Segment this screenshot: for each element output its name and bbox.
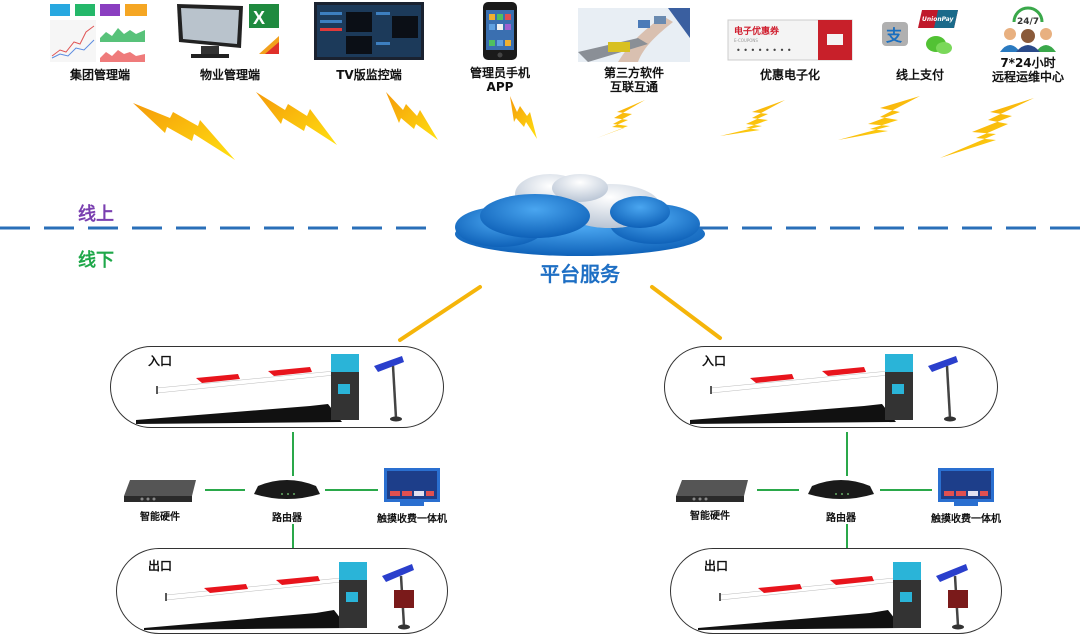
svg-text:支: 支 [885,26,903,45]
connector-line [325,489,378,491]
router-icon [254,480,320,499]
lightning-bolt-icon [838,96,920,140]
client-label-line1: 管理员手机 [469,66,530,80]
tv-monitor-icon [314,2,424,60]
third-party-icon [578,8,690,62]
touch-kiosk-icon [384,468,440,506]
client-label: TV版监控端 [336,68,402,82]
barrier-gate-icon [144,562,414,630]
offline-zone-label: 线下 [78,250,114,271]
client-label-line1: 7*24小时 [1000,56,1056,70]
tv-monitor-client [314,2,424,60]
support-center-client: 24/7 [996,4,1060,52]
smart-hardware-icon [676,480,748,502]
entrance-label: 入口 [702,354,727,368]
client-label: 物业管理端 [199,68,260,82]
smartphone-icon [483,2,517,60]
connector-line [757,489,799,491]
lightning-bolt-icon [720,100,785,136]
property-management-client: X [175,2,285,62]
connector-line [846,524,848,548]
svg-text:X: X [253,8,265,28]
client-label: 优惠电子化 [759,68,820,82]
lightning-bolt-icon [256,92,337,145]
device-label: 智能硬件 [140,512,180,523]
client-label: 线上支付 [895,68,944,82]
connector-line [292,524,294,548]
group-management-client [50,4,150,64]
parking-site-right: 入口 智能硬件 路由器 触摸收费一体机 出口 [552,0,1081,635]
lightning-bolt-icon [510,96,537,139]
third-party-client [578,8,690,62]
support-badge: 24/7 [1017,17,1039,27]
device-label: 路由器 [272,513,302,524]
client-label-line1: 第三方软件 [603,66,664,80]
router-icon [808,480,874,499]
lightning-bolt-icon [597,100,645,138]
client-label: 管理员手机 APP [455,66,545,94]
online-zone-label: 线上 [78,204,114,225]
connector-line [205,489,245,491]
online-offline-divider [0,226,1081,230]
dashboard-icon [50,4,147,62]
exit-lane [670,548,1002,634]
lightning-bolt-icon [940,98,1034,158]
barrier-gate-icon [136,354,404,424]
exit-label: 出口 [704,559,729,573]
cloud-platform-label: 平台服务 [540,262,620,286]
lightning-layer [133,92,1034,160]
parking-site-left: 入口 智能硬件 路由器 触摸收费一体机 出口 [0,0,540,635]
admin-mobile-client [483,2,517,60]
exit-label: 出口 [148,559,173,573]
e-coupon-client: 电子优惠券 E-COUPONS • • • • • • • • [727,19,853,61]
client-label: 7*24小时 远程运维中心 [968,56,1081,84]
unionpay-text: UnionPay [922,16,954,23]
client-label: 集团管理端 [69,68,130,82]
client-label-line2: 远程运维中心 [991,70,1064,84]
coupon-subtext: E-COUPONS [734,38,758,43]
connector-line [846,432,848,476]
device-label: 触摸收费一体机 [377,514,447,525]
entrance-label: 入口 [148,354,173,368]
cloud-icon [455,174,705,256]
lightning-bolt-icon [386,92,438,140]
payment-icon: 支 UnionPay [882,10,958,54]
lightning-bolt-icon [133,103,235,160]
smart-hardware-icon [124,480,196,502]
monitor-excel-icon: X [177,4,279,58]
touch-kiosk-icon [938,468,994,506]
e-coupon-icon: 电子优惠券 E-COUPONS • • • • • • • • [727,19,853,61]
connector-line [292,432,294,476]
client-label: 第三方软件 互联互通 [574,66,694,94]
client-label-line2: APP [486,80,514,94]
client-label-line2: 互联互通 [609,80,658,94]
device-label: 触摸收费一体机 [931,514,1001,525]
device-label: 路由器 [826,513,856,524]
support-247-icon: 24/7 [1000,6,1056,52]
barrier-gate-icon [690,354,958,424]
barrier-gate-icon [698,562,968,630]
svg-text:• • • • • • • •: • • • • • • • • [736,46,792,55]
device-label: 智能硬件 [690,511,730,522]
connector-line [880,489,932,491]
coupon-text: 电子优惠券 [734,25,780,37]
online-payment-client: 支 UnionPay [880,8,960,58]
